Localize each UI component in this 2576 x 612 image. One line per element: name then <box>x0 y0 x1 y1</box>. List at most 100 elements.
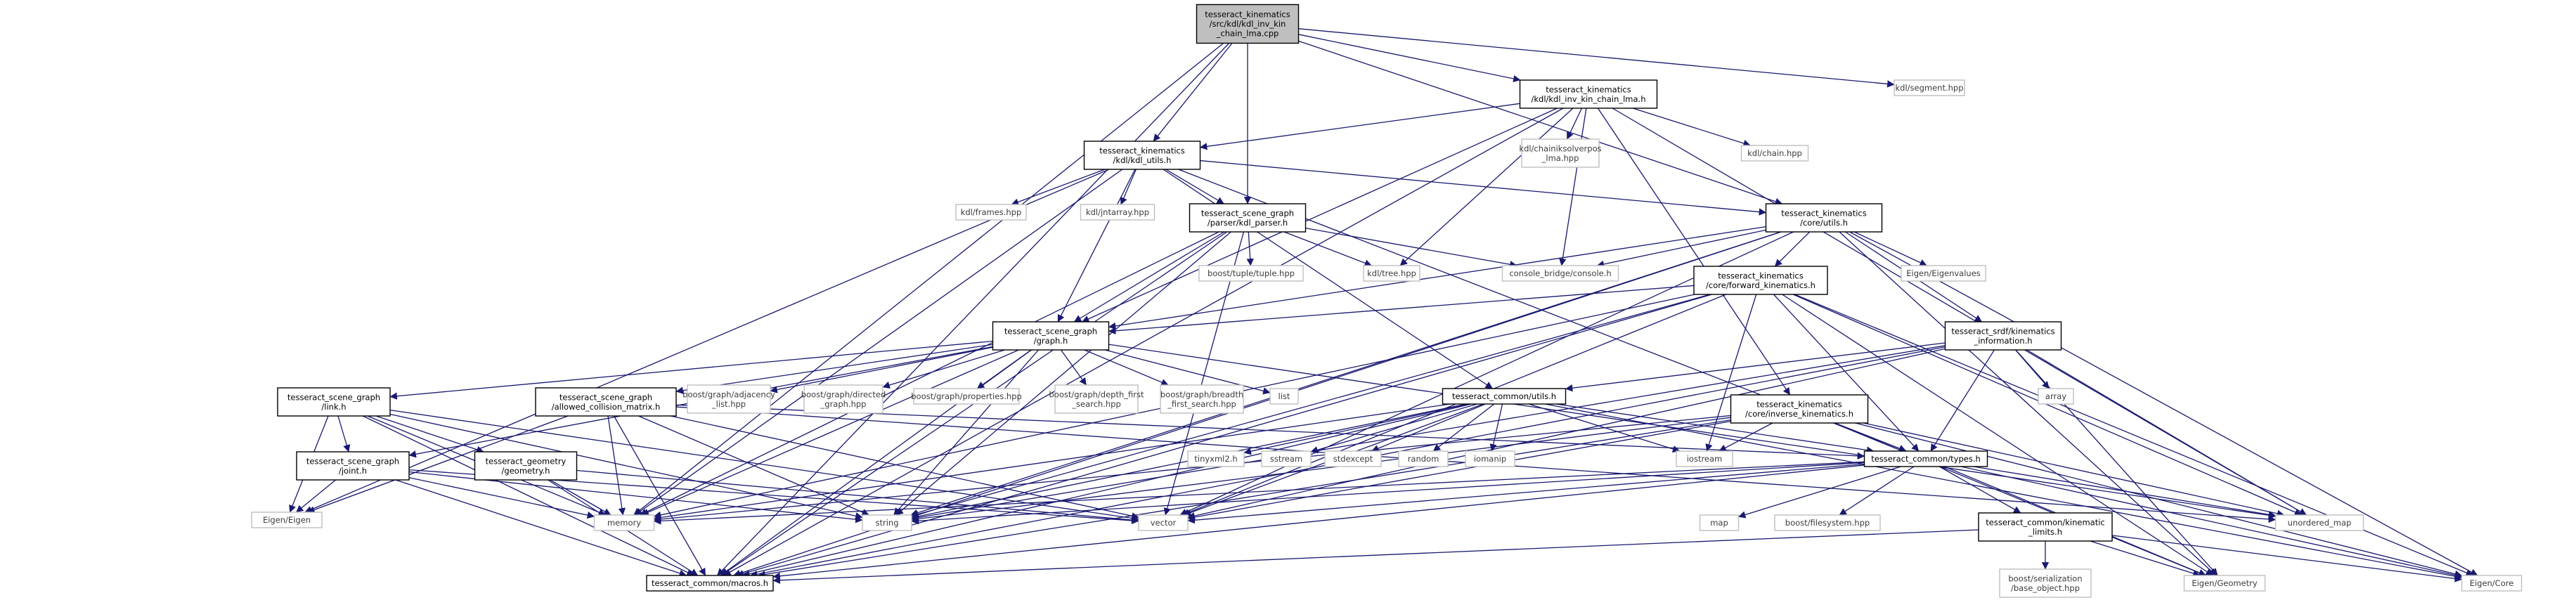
node-segment: kdl/segment.hpp <box>1894 79 1965 96</box>
node-box <box>1083 141 1201 170</box>
node-common_utils[interactable]: tesseract_common/utils.h <box>1442 388 1567 405</box>
node-box <box>1999 568 2092 598</box>
node-kdl_parser[interactable]: tesseract_scene_graph/parser/kdl_parser.… <box>1189 203 1307 233</box>
edge-fwd_kin-to-string <box>911 294 1711 518</box>
node-label: stdexcept <box>1333 454 1373 464</box>
edge-geometry_h-to-memory <box>550 479 611 516</box>
node-label: boost/graph/adjacency <box>682 389 775 399</box>
node-serialization: boost/serialization/base_object.hpp <box>1999 568 2092 598</box>
edge-core_utils-to-eigen_geometry <box>1839 231 2217 576</box>
node-directed: boost/graph/directed_graph.hpp <box>801 384 886 414</box>
node-box <box>1398 450 1449 467</box>
node-box <box>1521 138 1600 168</box>
node-label: tinyxml2.h <box>1194 454 1237 464</box>
edge-kdl_utils-to-kdl_parser <box>1165 169 1224 204</box>
node-sstream: sstream <box>1261 450 1312 467</box>
node-label: _limits.h <box>2028 527 2062 537</box>
edge-joint_h-to-memory <box>408 477 595 519</box>
node-link_h[interactable]: tesseract_scene_graph/link.h <box>277 387 391 417</box>
node-chain: kdl/chain.hpp <box>1740 145 1809 162</box>
node-box <box>535 387 677 417</box>
edge-lma_h-to-macros <box>723 108 1564 576</box>
node-box <box>277 387 391 417</box>
edge-types_h-to-kin_limits <box>1939 466 2021 514</box>
node-label: tesseract_kinematics <box>1781 208 1867 218</box>
node-unordered_map: unordered_map <box>2274 514 2364 531</box>
edge-graph_h-to-acm <box>675 344 993 394</box>
edge-lma_h-to-chain <box>1632 108 1751 147</box>
node-acm[interactable]: tesseract_scene_graph/allowed_collision_… <box>535 387 677 417</box>
edge-fwd_kin-to-unordered_map <box>1792 294 2303 516</box>
node-label: tesseract_kinematics <box>1099 145 1185 155</box>
node-kdl_utils[interactable]: tesseract_kinematics/kdl/kdl_utils.h <box>1083 141 1201 170</box>
node-iomanip: iomanip <box>1465 450 1515 467</box>
node-geometry_h[interactable]: tesseract_geometry/geometry.h <box>474 451 578 481</box>
node-label: boost/graph/depth_first <box>1049 389 1144 399</box>
node-tinyxml: tinyxml2.h <box>1187 450 1245 467</box>
node-box <box>474 451 578 481</box>
edge-common_utils-to-tinyxml <box>1243 403 1469 455</box>
node-label: vector <box>1151 518 1177 528</box>
node-label: kdl/frames.hpp <box>961 207 1022 217</box>
node-label: /src/kdl/kdl_inv_kin <box>1210 19 1286 29</box>
node-label: memory <box>607 518 641 528</box>
node-label: tesseract_kinematics <box>1756 399 1842 409</box>
edge-link_h-to-macros <box>363 415 694 576</box>
edge-kdl_utils-to-frames <box>1011 169 1106 206</box>
node-box <box>1693 266 1828 295</box>
edge-kdl_parser-to-graph_h <box>1073 231 1225 323</box>
node-tree: kdl/tree.hpp <box>1363 265 1420 282</box>
node-box <box>1187 450 1245 467</box>
edge-types_h-to-macros <box>772 464 1865 580</box>
edge-inv_kin-to-vector <box>1187 420 1731 521</box>
node-core_utils[interactable]: tesseract_kinematics/core/utils.h <box>1765 203 1883 233</box>
node-bfs: boost/graph/breadth_first_search.hpp <box>1160 384 1244 414</box>
node-label: _information.h <box>1973 336 2032 346</box>
node-console: console_bridge/console.h <box>1501 265 1619 282</box>
node-label: Eigen/Core <box>2470 578 2514 588</box>
node-label: tesseract_scene_graph <box>1004 326 1097 336</box>
node-inv_kin[interactable]: tesseract_kinematics/core/inverse_kinema… <box>1730 394 1869 424</box>
node-lma_h[interactable]: tesseract_kinematics/kdl/kdl_inv_kin_cha… <box>1519 79 1658 109</box>
edge-common_utils-to-memory <box>653 403 1451 521</box>
edge-lma_h-to-inv_kin <box>1597 108 1791 396</box>
node-label: Eigen/Geometry <box>2192 578 2258 588</box>
node-label: /base_object.hpp <box>2011 583 2080 593</box>
node-box <box>1730 394 1869 424</box>
node-box <box>593 514 655 531</box>
edge-core_utils-to-graph_h <box>1108 226 1766 330</box>
edge-common_utils-to-iomanip <box>1489 403 1503 452</box>
node-box <box>1160 384 1244 414</box>
node-random: random <box>1398 450 1449 467</box>
edge-graph_h-to-dfs <box>1060 349 1087 386</box>
node-label: /kdl/kdl_utils.h <box>1113 155 1172 165</box>
node-kin_limits[interactable]: tesseract_common/kinematic_limits.h <box>1978 512 2113 542</box>
edge-fwd_kin-to-vector <box>1182 294 1726 516</box>
edge-inv_kin-to-eigen_core <box>1855 422 2463 578</box>
node-iostream: iostream <box>1676 450 1733 467</box>
edge-graph_h-to-bfs <box>1084 349 1169 386</box>
node-joint_h[interactable]: tesseract_scene_graph/joint.h <box>296 451 410 481</box>
node-graph_h[interactable]: tesseract_scene_graph/graph.h <box>992 321 1110 351</box>
node-label: _lma.hpp <box>1541 153 1579 163</box>
edge-types_h-to-memory <box>653 461 1865 525</box>
node-fwd_kin[interactable]: tesseract_kinematics/core/forward_kinema… <box>1693 266 1828 295</box>
node-label: tesseract_common/types.h <box>1871 454 1981 464</box>
edge-common_utils-to-types_h <box>1556 403 1875 454</box>
node-macros[interactable]: tesseract_common/macros.h <box>646 575 774 592</box>
edge-inv_kin-to-memory <box>653 415 1731 523</box>
edge-srdf_kin-to-eigen_geometry <box>2015 349 2218 576</box>
edge-inv_kin-to-unordered_map <box>1863 422 2285 517</box>
node-srdf_kin[interactable]: tesseract_srdf/kinematics_information.h <box>1944 321 2062 351</box>
nodes-layer: tesseract_kinematics/src/kdl/kdl_inv_kin… <box>251 4 2523 598</box>
node-label: tesseract_common/utils.h <box>1452 391 1556 401</box>
edge-kdl_parser-to-tuple <box>1246 231 1254 266</box>
node-root[interactable]: tesseract_kinematics/src/kdl/kdl_inv_kin… <box>1196 4 1300 44</box>
edge-graph_h-to-link_h <box>389 340 993 400</box>
edge-inv_kin-to-types_h <box>1834 422 1907 453</box>
node-label: /core/inverse_kinematics.h <box>1745 409 1853 419</box>
node-box <box>1363 265 1420 282</box>
node-tuple: boost/tuple/tuple.hpp <box>1198 265 1304 282</box>
node-frames: kdl/frames.hpp <box>955 204 1027 221</box>
node-types_h[interactable]: tesseract_common/types.h <box>1863 450 1988 467</box>
